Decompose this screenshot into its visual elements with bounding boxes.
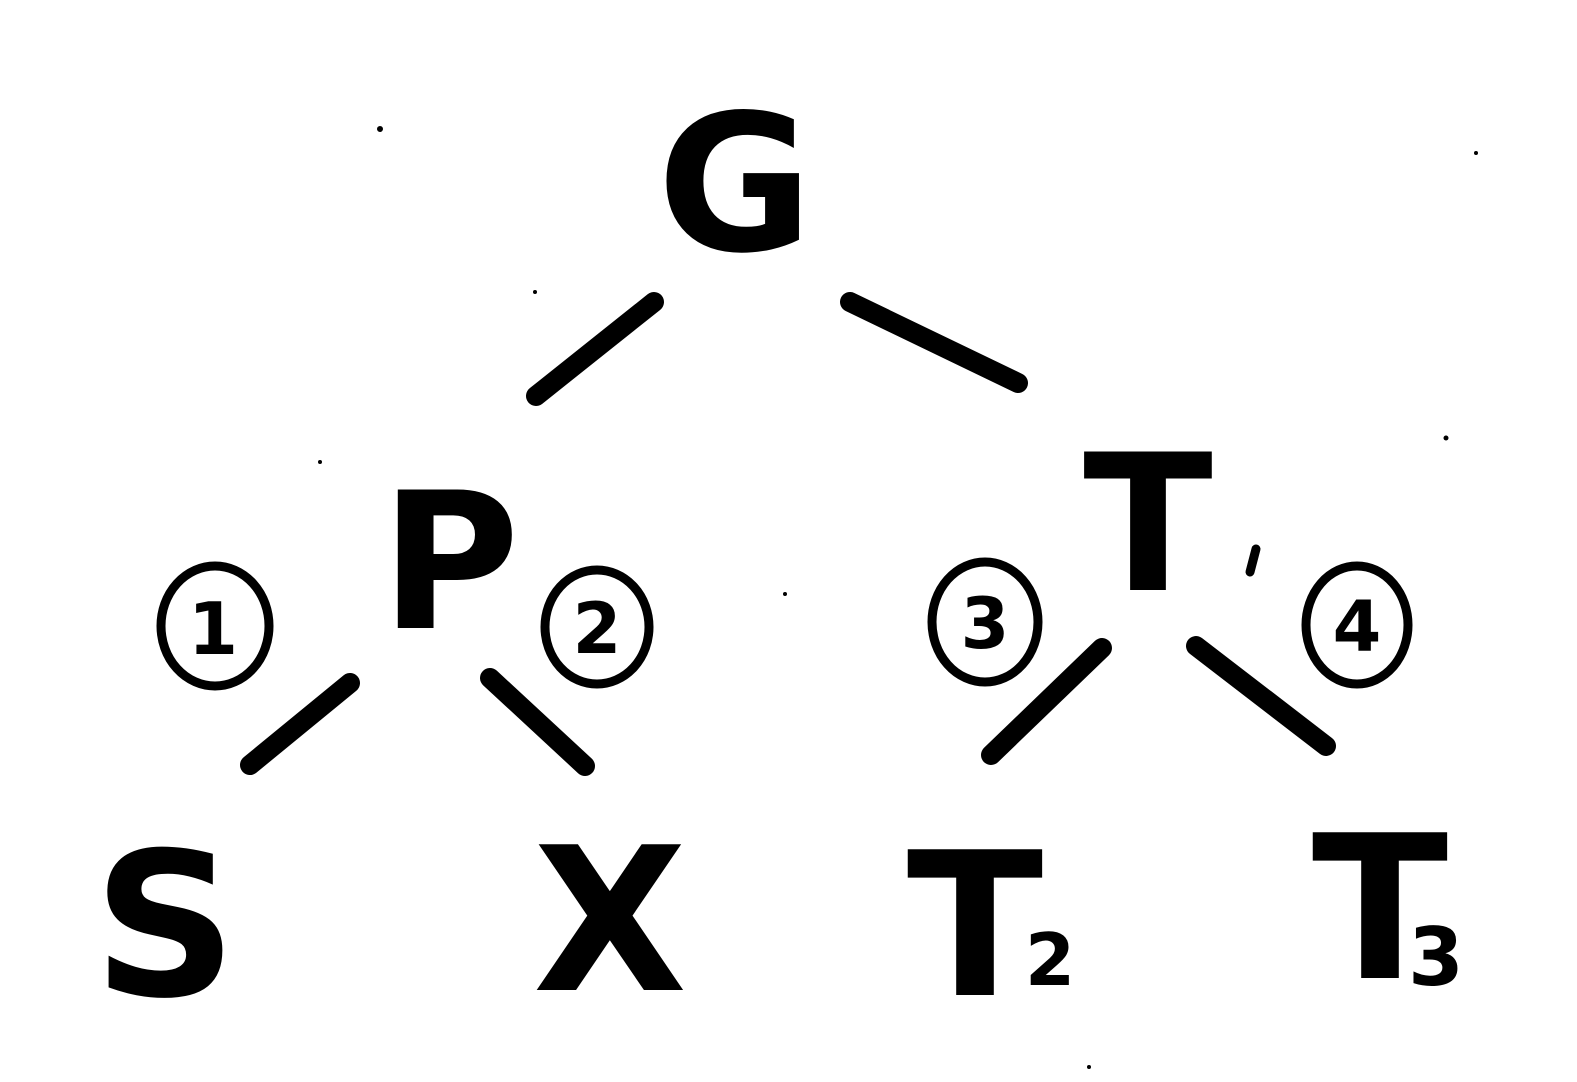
edge-g-t (840, 292, 1028, 393)
node-t: T (1083, 414, 1213, 635)
edge-badge-4-circle (1301, 561, 1413, 689)
edge-badge-4: 4 (1333, 586, 1382, 668)
leaf-s: S (93, 810, 237, 1043)
speck (318, 460, 322, 464)
speck (1474, 151, 1478, 155)
speck (1443, 435, 1449, 441)
leaf-t2: T (907, 810, 1043, 1043)
edge-g-p (526, 292, 664, 406)
stroke-mark (1245, 544, 1261, 577)
edge-badge-3-circle (927, 557, 1043, 687)
speck (377, 126, 383, 132)
edge-p-s (240, 673, 360, 775)
edge-p-x (480, 668, 595, 776)
leaf-x: X (533, 805, 687, 1038)
edge-t-t3 (1186, 636, 1336, 756)
speck (533, 290, 537, 294)
leaf-t2-label: T (907, 810, 1043, 1043)
speck (1087, 1065, 1091, 1069)
leaf-t2-subscript: 2 (1025, 918, 1075, 1002)
node-g: G (657, 74, 813, 295)
edge-badge-3: 3 (961, 583, 1010, 665)
edge-badge-2-circle (540, 565, 654, 689)
edge-badge-1-circle (156, 561, 274, 691)
edge-badge-2: 2 (573, 588, 622, 670)
node-p: P (380, 452, 519, 673)
leaf-t3-label: T (1312, 793, 1448, 1026)
edge-t-t2 (981, 638, 1112, 765)
speck (783, 592, 787, 596)
edge-badge-1: 1 (188, 587, 238, 671)
leaf-t3: T (1312, 793, 1448, 1026)
leaf-t3-subscript: 3 (1408, 911, 1464, 1004)
